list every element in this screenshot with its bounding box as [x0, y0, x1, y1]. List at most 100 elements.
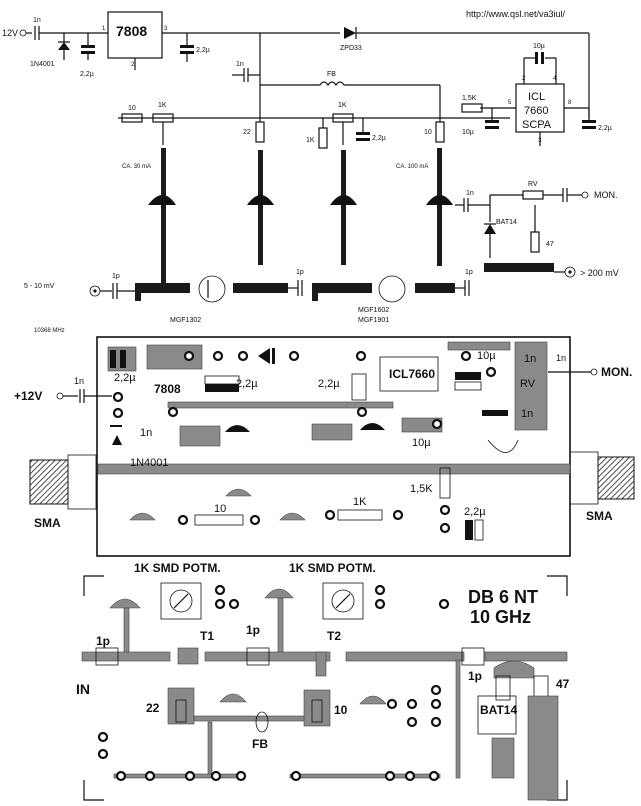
pot1-label: 1K — [158, 102, 167, 109]
zener-zpd33 — [344, 27, 356, 39]
c-1n-d-label: 1n — [521, 408, 533, 420]
in-level-label: 5 - 10 mV — [24, 283, 55, 290]
bat14-outline — [477, 695, 517, 735]
icl-line2: 7660 — [524, 105, 548, 117]
t1-label: T1 — [200, 629, 214, 643]
c-out-rf-label: 1p — [465, 269, 473, 276]
r-icl-label: 1,5K — [462, 95, 477, 102]
r47-label: 47 — [546, 241, 554, 248]
r10-board-label: 10 — [214, 503, 226, 515]
c-1n-b-label: 1n — [524, 353, 536, 365]
r15k-board-label: 1,5K — [410, 483, 433, 495]
supply-terminal — [19, 29, 27, 37]
c2-label: 1p — [246, 623, 260, 637]
regulator-label: 7808 — [116, 23, 147, 39]
board-layout-section: SMA SMA +12V 1n MON. 1n 7808 2,2µ — [14, 336, 635, 557]
diode-1n4001 — [58, 42, 70, 50]
title-line2: 10 GHz — [470, 607, 531, 627]
bat14-label: BAT14 — [496, 219, 517, 226]
ferrite-bead — [255, 711, 269, 733]
rv — [522, 190, 544, 200]
pcb-pads — [97, 684, 442, 782]
board-diode — [258, 348, 270, 364]
c-1n-a-label: 1n — [74, 376, 84, 386]
r22-label: 22 — [243, 129, 251, 136]
mon-label: MON. — [594, 190, 618, 200]
supply-input-label: 12V — [2, 28, 18, 38]
icl-pin5: 5 — [508, 100, 512, 106]
sma-left-body — [29, 459, 69, 505]
reg-pin-gnd: 2 — [131, 62, 135, 68]
c-22-a-label: 2,2µ — [114, 372, 136, 384]
r1k-board-label: 1K — [353, 496, 367, 508]
zener-label: ZPD33 — [340, 45, 362, 52]
c-10-a-label: 10µ — [477, 350, 496, 362]
fet2b-label: MGF1901 — [358, 317, 389, 324]
pot2-label: 1K — [338, 102, 347, 109]
diode-in-label: 1N4001 — [30, 61, 55, 68]
c3-label: 1p — [468, 669, 482, 683]
fet2-symbol — [378, 275, 406, 303]
pcb-artwork-section: 1K SMD POTM. 1K SMD POTM. DB 6 NT 10 GHz… — [76, 561, 570, 801]
fet1-label: MGF1302 — [170, 317, 201, 324]
mon-board-label: MON. — [601, 365, 632, 379]
rf-output-connector — [564, 266, 576, 278]
c-in2-label: 2,2µ — [80, 71, 94, 78]
c-in-rf-label: 1p — [112, 273, 120, 280]
r47-pcb-label: 47 — [556, 677, 570, 691]
icl-line1: ICL — [528, 91, 545, 103]
c-22-c-label: 2,2µ — [318, 378, 340, 390]
plus12-label: +12V — [14, 389, 42, 403]
freq-label: 10368 MHz — [34, 328, 65, 334]
c-10-b-label: 10µ — [412, 437, 431, 449]
source-url: http://www.qsl.net/va3iul/ — [466, 9, 566, 19]
r1k-label: 1K — [306, 137, 315, 144]
reg-pin-in: 1 — [102, 26, 106, 32]
icl-pin4: 4 — [553, 76, 557, 82]
c-in-label: 1n — [33, 17, 41, 24]
c-icl-label: 10µ — [533, 43, 545, 50]
sma-right-label: SMA — [586, 509, 613, 523]
board-outline — [96, 336, 571, 557]
out-level-label: > 200 mV — [580, 268, 619, 278]
r-icl — [461, 103, 483, 113]
t2-label: T2 — [327, 629, 341, 643]
pot-right-footprint — [322, 582, 364, 620]
c-1n-left-label: 1n — [140, 427, 152, 439]
board-pads — [112, 350, 497, 534]
r10b-label: 10 — [424, 129, 432, 136]
diode-board-label: 1N4001 — [130, 457, 169, 469]
c-pot2-label: 2,2µ — [372, 135, 386, 142]
reg-board-label: 7808 — [154, 382, 181, 396]
rv-board-label: RV — [520, 378, 536, 390]
c-1n-c-label: 1n — [556, 353, 566, 363]
reg-pin-out: 3 — [164, 26, 168, 32]
c-icl-out-label: 2,2µ — [598, 125, 612, 132]
board-icl7660 — [379, 356, 439, 392]
icl-line3: SCPA — [522, 119, 552, 131]
c-22-d-label: 2,2µ — [464, 506, 486, 518]
fet2a-label: MGF1602 — [358, 307, 389, 314]
in-label: IN — [76, 681, 90, 697]
c-bypass-label: 1n — [236, 61, 244, 68]
schematic-section: http://www.qsl.net/va3iul/ 12V 1n 1N4001… — [2, 9, 619, 334]
title-line1: DB 6 NT — [468, 587, 538, 607]
r10b — [435, 121, 445, 143]
r1k — [318, 127, 328, 149]
current1-label: CA. 30 mA — [122, 164, 151, 170]
r10-pcb-label: 10 — [334, 703, 348, 717]
c-icl-in-label: 10µ — [462, 129, 474, 136]
c-mid-rf-label: 1p — [296, 269, 304, 276]
c-22-b-label: 2,2µ — [236, 378, 258, 390]
bat14-diode — [484, 224, 496, 234]
pot-left-label: 1K SMD POTM. — [134, 561, 221, 575]
fet1-symbol — [198, 275, 226, 303]
r10a — [121, 113, 143, 123]
c-mon-label: 1n — [466, 190, 474, 197]
c1-label: 1p — [96, 634, 110, 648]
sma-right-body — [597, 456, 635, 500]
icl-board-label: ICL7660 — [389, 367, 435, 381]
pot-left-footprint — [160, 582, 202, 620]
icl-pin8: 8 — [568, 100, 572, 106]
r10a-label: 10 — [128, 105, 136, 112]
